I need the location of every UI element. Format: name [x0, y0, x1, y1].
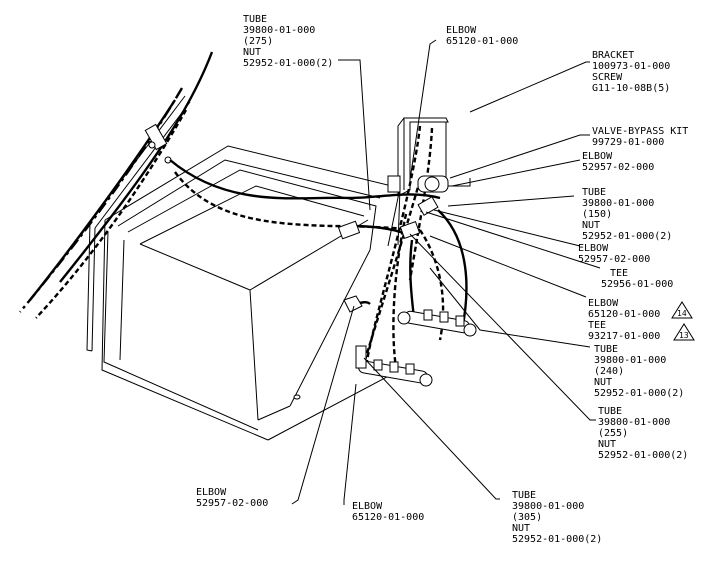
- callout-elbow-bottom-mid: ELBOW 65120-01-000: [352, 501, 424, 523]
- callout-tube-305: TUBE 39800-01-000 (305) NUT 52952-01-000…: [512, 490, 602, 545]
- callout-tube-275: TUBE 39800-01-000 (275) NUT 52952-01-000…: [243, 14, 333, 69]
- callout-elbow-bottom-left: ELBOW 52957-02-000: [196, 487, 268, 509]
- fittings: [337, 117, 477, 387]
- callout-elbow-top: ELBOW 65120-01-000: [446, 25, 518, 47]
- tubing: [169, 125, 468, 381]
- callout-labels: TUBE 39800-01-000 (275) NUT 52952-01-000…: [196, 14, 695, 545]
- svg-text:13: 13: [679, 331, 689, 340]
- leader-lines: [291, 39, 601, 505]
- callout-elbow-right-1: ELBOW 52957-02-000: [582, 151, 654, 173]
- revision-badge-14: 14: [671, 301, 693, 319]
- callout-bracket: BRACKET 100973-01-000 SCREW G11-10-08B(5…: [592, 50, 676, 94]
- callout-valve-bypass: VALVE-BYPASS KIT 99729-01-000: [592, 126, 694, 148]
- callout-elbow-tee: ELBOW 65120-01-000 TEE 93217-01-000: [588, 298, 666, 342]
- callout-tee-right: TEE 52956-01-000: [601, 268, 673, 290]
- callout-elbow-right-2: ELBOW 52957-02-000: [578, 243, 650, 265]
- revision-badge-13: 13: [673, 323, 695, 341]
- monitor-enclosure: [101, 145, 401, 441]
- cabinet-wall: [19, 51, 214, 352]
- svg-text:14: 14: [677, 309, 687, 318]
- callout-tube-255: TUBE 39800-01-000 (255) NUT 52952-01-000…: [598, 406, 688, 461]
- callout-tube-150: TUBE 39800-01-000 (150) NUT 52952-01-000…: [582, 187, 672, 242]
- callout-tube-240: TUBE 39800-01-000 (240) NUT 52952-01-000…: [594, 344, 684, 399]
